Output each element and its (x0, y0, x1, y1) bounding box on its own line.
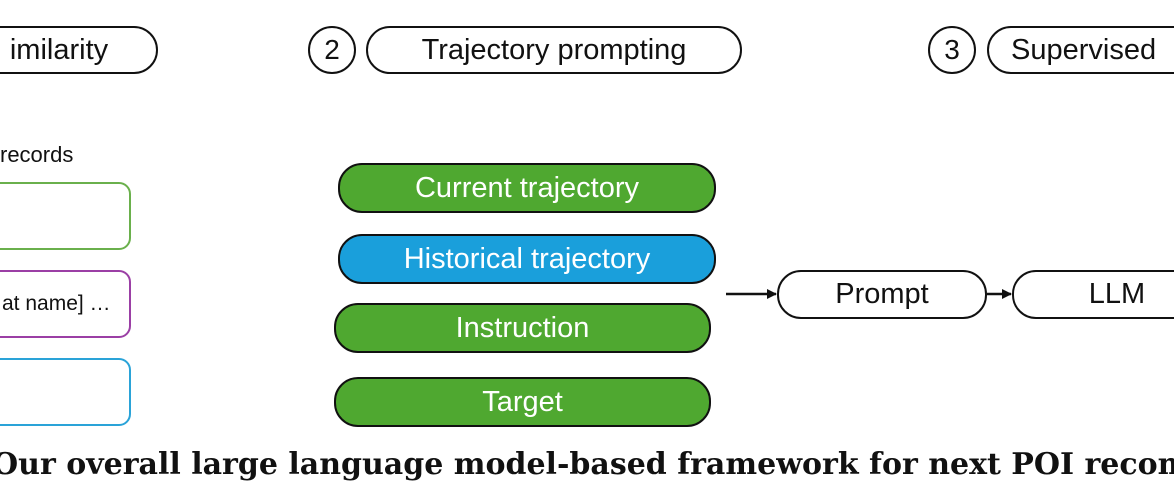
current-trajectory-text: Current trajectory (414, 171, 639, 204)
llm-node-text: LLM (1088, 278, 1146, 310)
stage-3-number-text: 3 (944, 34, 960, 65)
target-block: Target (334, 377, 711, 427)
stage-3-label-text: Supervised (1011, 33, 1157, 66)
stage-2-label: Trajectory prompting (366, 26, 742, 74)
stage-3-number: 3 (928, 26, 976, 74)
instruction-block: Instruction (334, 303, 711, 353)
record-card-purple: at name] … (0, 270, 131, 338)
prompt-node-text: Prompt (835, 278, 929, 310)
record-card-blue (0, 358, 131, 426)
stage-2-number: 2 (308, 26, 356, 74)
figure-caption: Our overall large language model-based f… (0, 447, 1174, 482)
stage-3-label: Supervised (987, 26, 1174, 74)
historical-trajectory-block: Historical trajectory (338, 234, 716, 284)
instruction-text: Instruction (455, 311, 590, 344)
historical-trajectory-text: Historical trajectory (403, 242, 651, 275)
prompt-node: Prompt (777, 270, 987, 319)
stage-2-label-text: Trajectory prompting (421, 33, 687, 66)
stage-1-label-text: imilarity (9, 33, 109, 66)
record-card-green (0, 182, 131, 250)
records-label: records (0, 142, 74, 167)
target-text: Target (482, 385, 563, 418)
record-card-purple-text: at name] … (2, 292, 111, 315)
current-trajectory-block: Current trajectory (338, 163, 716, 213)
stage-1-label: imilarity (0, 26, 158, 74)
llm-node: LLM (1012, 270, 1174, 319)
stage-2-number-text: 2 (324, 34, 340, 65)
